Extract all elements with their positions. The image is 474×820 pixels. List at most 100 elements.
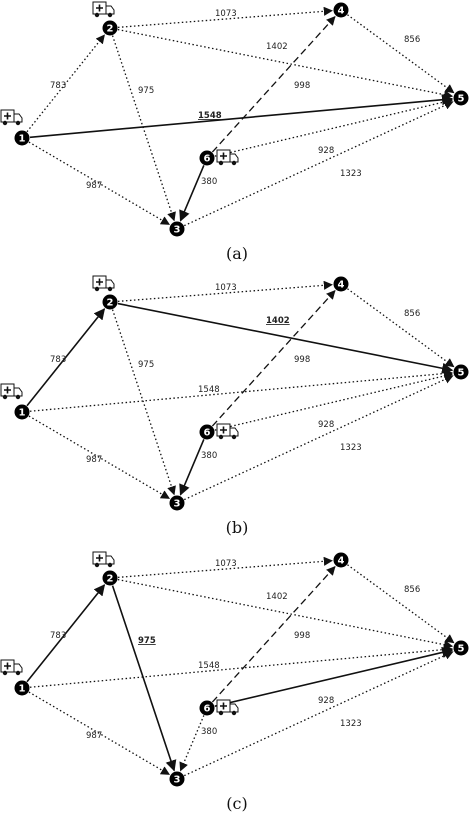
edge-label-1-3: 987 — [86, 455, 102, 465]
edge-label-6-3: 380 — [201, 177, 217, 187]
edge-label-4-5: 856 — [404, 35, 420, 45]
ambulance-icon — [216, 699, 239, 716]
edge-label-6-5: 928 — [318, 146, 334, 156]
node-1: 1 — [14, 680, 30, 696]
edge-4-5 — [347, 14, 455, 94]
edge-6-5 — [214, 646, 454, 707]
edge-6-3 — [179, 165, 205, 222]
edge-label-6-4: 998 — [294, 81, 310, 91]
node-3: 3 — [169, 221, 185, 237]
edge-label-2-4: 1073 — [215, 283, 237, 293]
edge-label-2-4: 1073 — [215, 559, 237, 569]
node-5: 5 — [453, 640, 469, 656]
edge-1-2 — [26, 308, 106, 407]
edge-6-5 — [214, 97, 454, 157]
edge-6-4 — [211, 289, 336, 427]
node-4: 4 — [333, 276, 349, 292]
svg-text:6: 6 — [204, 428, 211, 439]
edge-label-2-3: 975 — [138, 86, 154, 96]
edge-label-6-5: 928 — [318, 696, 334, 706]
svg-text:3: 3 — [174, 775, 181, 786]
edge-label-1-3: 987 — [86, 181, 102, 191]
svg-text:4: 4 — [338, 6, 345, 17]
edge-label-1-2: 783 — [50, 355, 66, 365]
edge-1-3 — [28, 415, 171, 500]
ambulance-icon — [0, 109, 23, 126]
edge-4-5 — [347, 564, 455, 644]
svg-text:5: 5 — [458, 94, 465, 105]
node-3: 3 — [169, 495, 185, 511]
svg-text:4: 4 — [338, 280, 345, 291]
edge-label-6-3: 380 — [201, 451, 217, 461]
edge-label-2-3: 975 — [138, 636, 156, 646]
svg-text:2: 2 — [107, 298, 114, 309]
node-5: 5 — [453, 364, 469, 380]
node-6: 6 — [199, 424, 215, 440]
svg-text:3: 3 — [174, 225, 181, 236]
svg-text:1: 1 — [19, 408, 26, 419]
caption-b: (b) — [225, 518, 249, 537]
ambulance-icon — [0, 383, 23, 400]
edge-2-3 — [111, 35, 176, 222]
edge-6-3 — [179, 715, 205, 772]
node-1: 1 — [14, 130, 30, 146]
svg-text:4: 4 — [338, 556, 345, 567]
edge-label-2-4: 1073 — [215, 9, 237, 19]
edge-2-3 — [111, 585, 177, 772]
edge-1-5 — [29, 369, 453, 412]
edge-label-3-5: 1323 — [340, 719, 362, 729]
edge-3-5 — [183, 101, 454, 227]
node-6: 6 — [199, 700, 215, 716]
node-2: 2 — [102, 20, 118, 36]
svg-text:6: 6 — [204, 154, 211, 165]
node-2: 2 — [102, 570, 118, 586]
edge-label-3-5: 1323 — [340, 443, 362, 453]
svg-text:3: 3 — [174, 499, 181, 510]
edge-label-2-5: 1402 — [266, 592, 288, 602]
edge-2-5 — [117, 302, 454, 374]
edge-label-1-5: 1548 — [198, 661, 220, 671]
edge-2-3 — [111, 309, 176, 496]
edge-6-4 — [211, 15, 336, 153]
svg-text:1: 1 — [19, 134, 26, 145]
node-1: 1 — [14, 404, 30, 420]
svg-text:5: 5 — [458, 644, 465, 655]
edge-label-1-2: 783 — [50, 631, 66, 641]
node-6: 6 — [199, 150, 215, 166]
edge-label-6-3: 380 — [201, 727, 217, 737]
edge-label-4-5: 856 — [404, 309, 420, 319]
node-4: 4 — [333, 552, 349, 568]
svg-text:1: 1 — [19, 684, 26, 695]
ambulance-icon — [0, 659, 23, 676]
edge-1-5 — [29, 94, 454, 139]
edge-label-6-4: 998 — [294, 631, 310, 641]
edge-label-1-2: 783 — [50, 81, 66, 91]
edge-label-1-5: 1548 — [198, 385, 220, 395]
edge-1-5 — [29, 645, 453, 688]
edge-2-5 — [117, 28, 454, 100]
svg-text:2: 2 — [107, 574, 114, 585]
caption-a: (a) — [225, 244, 249, 263]
edge-4-5 — [347, 288, 455, 368]
edge-6-3 — [179, 439, 205, 496]
node-2: 2 — [102, 294, 118, 310]
edge-1-2 — [26, 34, 105, 133]
edge-label-6-4: 998 — [294, 355, 310, 365]
svg-text:2: 2 — [107, 24, 114, 35]
svg-text:5: 5 — [458, 368, 465, 379]
node-3: 3 — [169, 771, 185, 787]
edge-label-3-5: 1323 — [340, 169, 362, 179]
ambulance-icon — [92, 1, 115, 18]
ambulance-icon — [92, 551, 115, 568]
edge-label-1-5: 1548 — [198, 111, 222, 121]
svg-text:6: 6 — [204, 704, 211, 715]
edge-1-3 — [28, 691, 171, 776]
edge-label-4-5: 856 — [404, 585, 420, 595]
edge-3-5 — [183, 651, 454, 777]
